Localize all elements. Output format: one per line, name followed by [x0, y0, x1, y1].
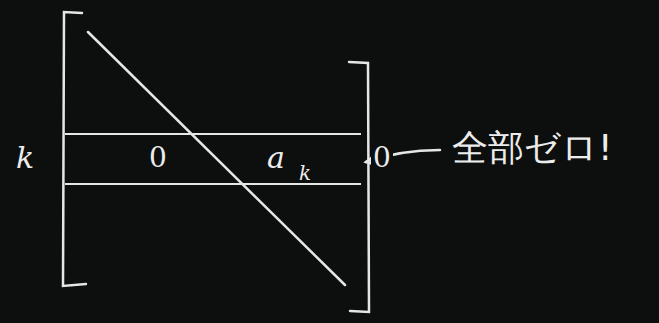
subscript-index: k	[297, 163, 313, 183]
matrix-row-band: 0ak0	[65, 133, 361, 185]
left-bracket	[63, 12, 86, 286]
diagonal-entry: a	[265, 143, 287, 173]
zero-entry: 0	[371, 144, 393, 172]
row-index: k	[16, 143, 34, 173]
zero-entry: 0	[147, 144, 169, 172]
diagonal-line	[88, 32, 345, 285]
right-bracket	[349, 62, 369, 312]
note-text: 全部ゼロ!	[452, 130, 612, 166]
